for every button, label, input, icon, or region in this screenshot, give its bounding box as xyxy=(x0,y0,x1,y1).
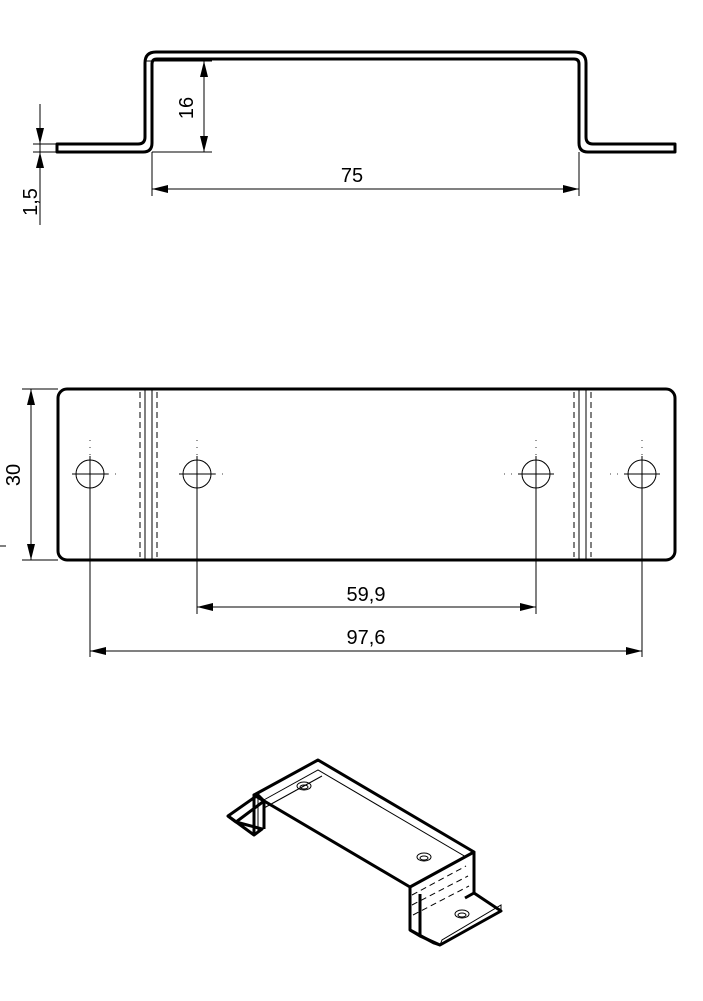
flat-plate-outline xyxy=(56,387,677,562)
hole-inner-left xyxy=(179,440,229,492)
dimension-plate-width: 30 xyxy=(0,388,58,561)
hole-outer-right xyxy=(610,440,660,492)
dimension-inner-width: 75 xyxy=(151,152,580,196)
isometric-view xyxy=(226,758,503,947)
hole-outer-left xyxy=(72,440,122,492)
dimension-height: 16 xyxy=(145,60,212,153)
dimension-inner-hole-spacing-label: 59,9 xyxy=(347,584,386,606)
dimension-plate-width-label: 30 xyxy=(3,464,25,486)
dimension-thickness: 1,5 xyxy=(20,104,57,225)
dimension-inner-width-label: 75 xyxy=(341,165,363,187)
dimension-thickness-label: 1,5 xyxy=(20,188,42,216)
dimension-height-label: 16 xyxy=(176,97,198,119)
side-view-profile xyxy=(55,50,677,154)
dimension-inner-hole-spacing: 59,9 xyxy=(196,492,537,614)
top-view: 30 59,9 97,6 xyxy=(0,387,677,657)
dimension-outer-hole-spacing: 97,6 xyxy=(89,492,643,657)
hole-inner-right xyxy=(504,440,554,492)
side-view: 16 1,5 75 xyxy=(20,50,677,225)
dimension-outer-hole-spacing-label: 97,6 xyxy=(347,627,386,649)
